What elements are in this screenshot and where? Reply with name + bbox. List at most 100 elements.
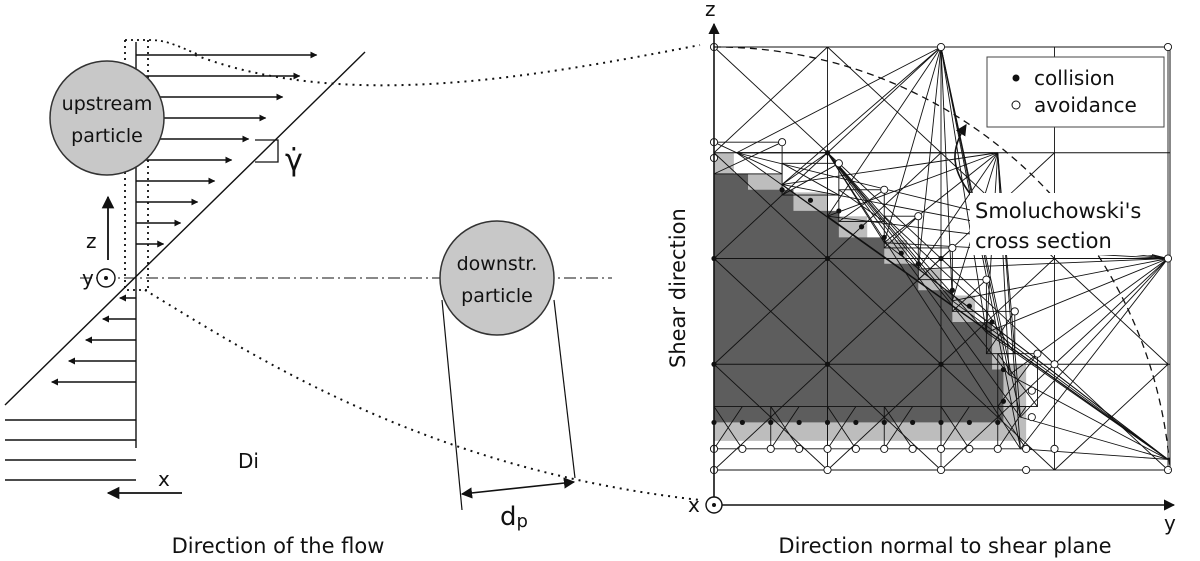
fan-line <box>736 46 942 154</box>
avoidance-node <box>948 243 957 252</box>
downstream-tube-left <box>441 299 463 511</box>
refinement-diagonal <box>781 162 840 196</box>
upstream-label-2: particle <box>71 125 143 147</box>
shear-rate-label: γ̇ <box>285 143 303 178</box>
caption-right: Direction normal to shear plane <box>778 534 1111 558</box>
collision-node <box>858 224 865 230</box>
avoidance-node <box>982 275 991 284</box>
avoidance-node <box>778 138 787 147</box>
fan-line <box>827 152 919 270</box>
collision-node <box>779 187 785 193</box>
legend-box <box>986 56 1165 128</box>
collision-node <box>938 255 944 262</box>
fan-line <box>918 258 1169 270</box>
collision-node <box>853 419 859 426</box>
collision-node <box>938 361 944 367</box>
avoidance-node <box>834 159 843 168</box>
avoidance-node <box>1050 444 1059 453</box>
fan-line <box>1020 258 1169 450</box>
fan-line <box>827 152 953 302</box>
fan-line <box>952 300 1169 460</box>
shear-profile-line <box>4 51 366 406</box>
collision-node <box>768 419 774 426</box>
collision-node <box>995 419 1001 426</box>
collision-node <box>898 250 904 256</box>
dotted-connector-bottom <box>144 289 701 501</box>
mesh-diagonal <box>713 46 828 154</box>
shear-rate-triangle <box>255 139 279 163</box>
refinement-diagonal <box>713 141 783 175</box>
cross-section-panel <box>709 42 1173 475</box>
mesh-diagonal <box>713 258 828 365</box>
avoidance-node <box>936 465 946 475</box>
fan-line <box>782 152 998 185</box>
collision-node <box>824 150 831 156</box>
avoidance-node <box>1163 42 1173 52</box>
downstream-particle <box>439 220 555 336</box>
mesh-diagonal <box>827 46 942 154</box>
fan-line <box>997 152 1010 375</box>
fan-line <box>827 152 998 217</box>
collision-node <box>824 419 831 426</box>
fan-line <box>736 152 1169 460</box>
right-y-label: y <box>1164 511 1176 535</box>
smoluchowski-label-2: cross section <box>975 229 1112 253</box>
fan-line <box>940 46 987 333</box>
legend-collision-label: collision <box>1034 66 1115 90</box>
collision-node <box>1000 398 1007 404</box>
fan-line <box>986 258 1169 333</box>
avoidance-node <box>1050 360 1059 369</box>
fan-line <box>883 46 942 243</box>
collision-node <box>1000 366 1007 373</box>
collision-node <box>796 419 802 426</box>
smoluchowski-arc <box>713 46 1171 471</box>
fan-line <box>827 152 1021 450</box>
collision-node <box>966 303 972 309</box>
mesh-diagonal <box>713 152 828 259</box>
avoidance-node <box>1027 386 1036 395</box>
collision-node <box>881 419 887 426</box>
collision-node <box>938 419 944 426</box>
avoidance-node <box>823 465 832 475</box>
collision-region <box>714 173 1004 423</box>
avoidance-node <box>1010 307 1019 316</box>
fan-line <box>883 152 999 243</box>
fine-grid-line <box>713 406 743 450</box>
avoidance-node <box>936 444 946 453</box>
dotted-connector-top <box>194 44 701 87</box>
upstream-particle <box>49 60 165 176</box>
avoidance-node <box>851 444 860 453</box>
fine-grid-line <box>940 406 970 450</box>
avoidance-node <box>880 444 889 453</box>
dp-label: dp <box>500 502 528 532</box>
y-axis-label: y <box>82 266 94 290</box>
avoidance-node <box>766 444 775 453</box>
collision-node <box>915 261 921 267</box>
avoidance-node <box>993 444 1002 453</box>
smoluchowski-label-1: Smoluchowski's <box>975 199 1141 223</box>
avoidance-node <box>795 444 804 453</box>
avoidance-node <box>1033 349 1042 358</box>
collision-node <box>949 287 955 293</box>
refinement-diagonal <box>952 279 987 312</box>
right-z-label: z <box>705 0 716 21</box>
downstream-tube-right <box>553 299 576 479</box>
fan-line <box>827 152 987 333</box>
smoluchowski-pointer <box>954 124 976 201</box>
fine-grid-line <box>770 406 800 450</box>
fan-line <box>952 258 1169 302</box>
fan-line <box>827 152 1021 418</box>
legend-avoidance-label: avoidance <box>1034 93 1137 117</box>
right-x-label: x <box>688 493 700 517</box>
refinement-cell <box>838 189 885 222</box>
y-axis-origin-dot <box>104 276 108 280</box>
collision-node <box>824 361 831 367</box>
mesh-diagonal <box>827 258 942 365</box>
avoidance-node <box>880 185 889 194</box>
fine-grid-line <box>883 406 913 450</box>
collision-node <box>881 234 887 240</box>
fan-line <box>1020 448 1169 460</box>
fan-line <box>917 152 999 270</box>
collision-node <box>739 419 745 426</box>
mesh-diagonal <box>1054 258 1169 365</box>
